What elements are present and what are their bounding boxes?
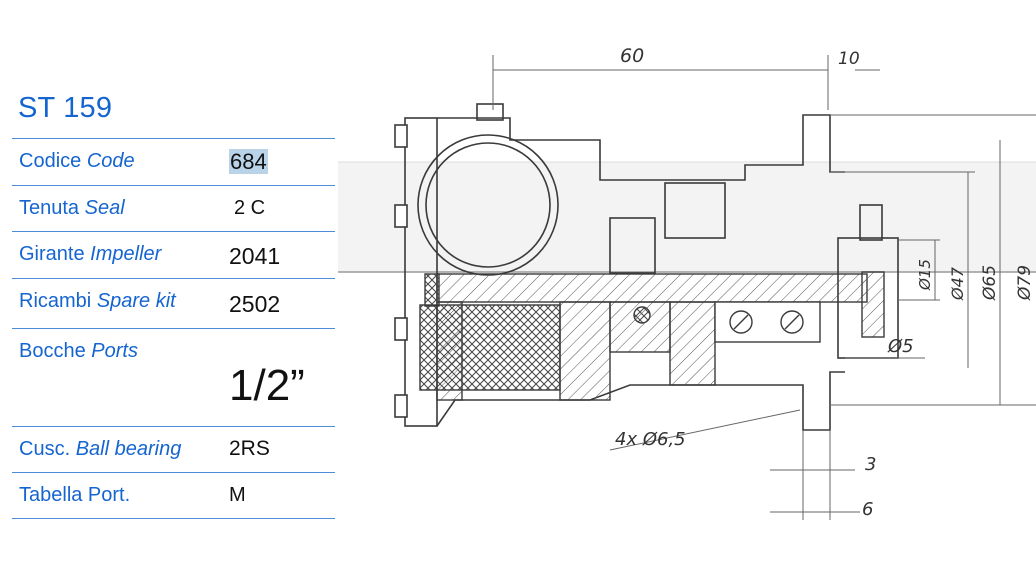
spec-label: Bocche Ports	[19, 340, 138, 363]
highlighted-text: 684	[229, 149, 268, 174]
spec-value-impeller: 2041	[229, 243, 281, 269]
spec-label-en: Spare kit	[96, 290, 176, 312]
spec-label: Ricambi Spare kit	[19, 290, 176, 313]
spec-label-en: Code	[86, 150, 135, 172]
spec-row-port-table: Tabella Port. M	[12, 472, 335, 519]
dim-d15: Ø15	[916, 259, 934, 291]
spec-label: Cusc. Ball bearing	[19, 438, 181, 461]
spec-label-it: Tenuta	[19, 197, 80, 219]
spec-value-spare-kit: 2502	[229, 291, 281, 317]
spec-label-en: Seal	[84, 197, 125, 219]
spec-label-en: Ball bearing	[75, 438, 182, 460]
spec-value-port-table: M	[229, 484, 246, 506]
technical-drawing: 60 10 Ø15 Ø47 Ø65 Ø79 Ø5 4x Ø6,5 3 6	[338, 0, 1036, 582]
spec-row-spare-kit: Ricambi Spare kit 2502	[12, 278, 335, 328]
spec-label-en: Impeller	[90, 243, 162, 265]
spec-label-it: Tabella Port.	[19, 484, 131, 506]
dim-6: 6	[862, 499, 873, 520]
spec-label-it: Bocche	[19, 340, 86, 362]
spec-value-ball-bearing: 2RS	[229, 437, 270, 460]
dim-3: 3	[865, 454, 876, 475]
spec-row-ball-bearing: Cusc. Ball bearing 2RS	[12, 426, 335, 472]
spec-label-it: Girante	[19, 243, 85, 265]
spec-row-impeller: Girante Impeller 2041	[12, 231, 335, 278]
dim-d47: Ø47	[948, 266, 967, 301]
dim-holes: 4x Ø6,5	[615, 429, 686, 450]
spec-label-it: Ricambi	[19, 290, 92, 312]
spec-row-ports: Bocche Ports 1/2”	[12, 328, 335, 426]
dim-d65: Ø65	[980, 265, 1000, 301]
dimension-lines	[492, 55, 1036, 520]
spec-label: Girante Impeller	[19, 243, 161, 266]
dim-d5: Ø5	[887, 336, 914, 357]
dim-10: 10	[838, 49, 860, 69]
dim-d79: Ø79	[1015, 265, 1035, 301]
spec-label-it: Codice	[19, 150, 82, 172]
spec-label: Tabella Port.	[19, 484, 130, 507]
spec-row-code: Codice Code 684	[12, 138, 335, 185]
dim-60: 60	[620, 45, 644, 67]
spec-table: Codice Code 684 Tenuta Seal 2 C Girante …	[12, 138, 335, 519]
spec-value-seal: 2 C	[234, 197, 266, 219]
section-hatching	[419, 271, 885, 401]
dimension-labels: 60 10 Ø15 Ø47 Ø65 Ø79 Ø5 4x Ø6,5 3 6	[615, 45, 1035, 520]
spec-row-seal: Tenuta Seal 2 C	[12, 185, 335, 231]
spec-label-it: Cusc.	[19, 438, 71, 460]
spec-label: Codice Code	[19, 150, 135, 173]
spec-value-code: 684	[229, 149, 268, 175]
spec-label: Tenuta Seal	[19, 197, 125, 220]
product-title: ST 159	[18, 92, 113, 124]
spec-value-ports: 1/2”	[229, 361, 305, 410]
spec-label-en: Ports	[91, 340, 138, 362]
pump-outline	[394, 103, 899, 431]
